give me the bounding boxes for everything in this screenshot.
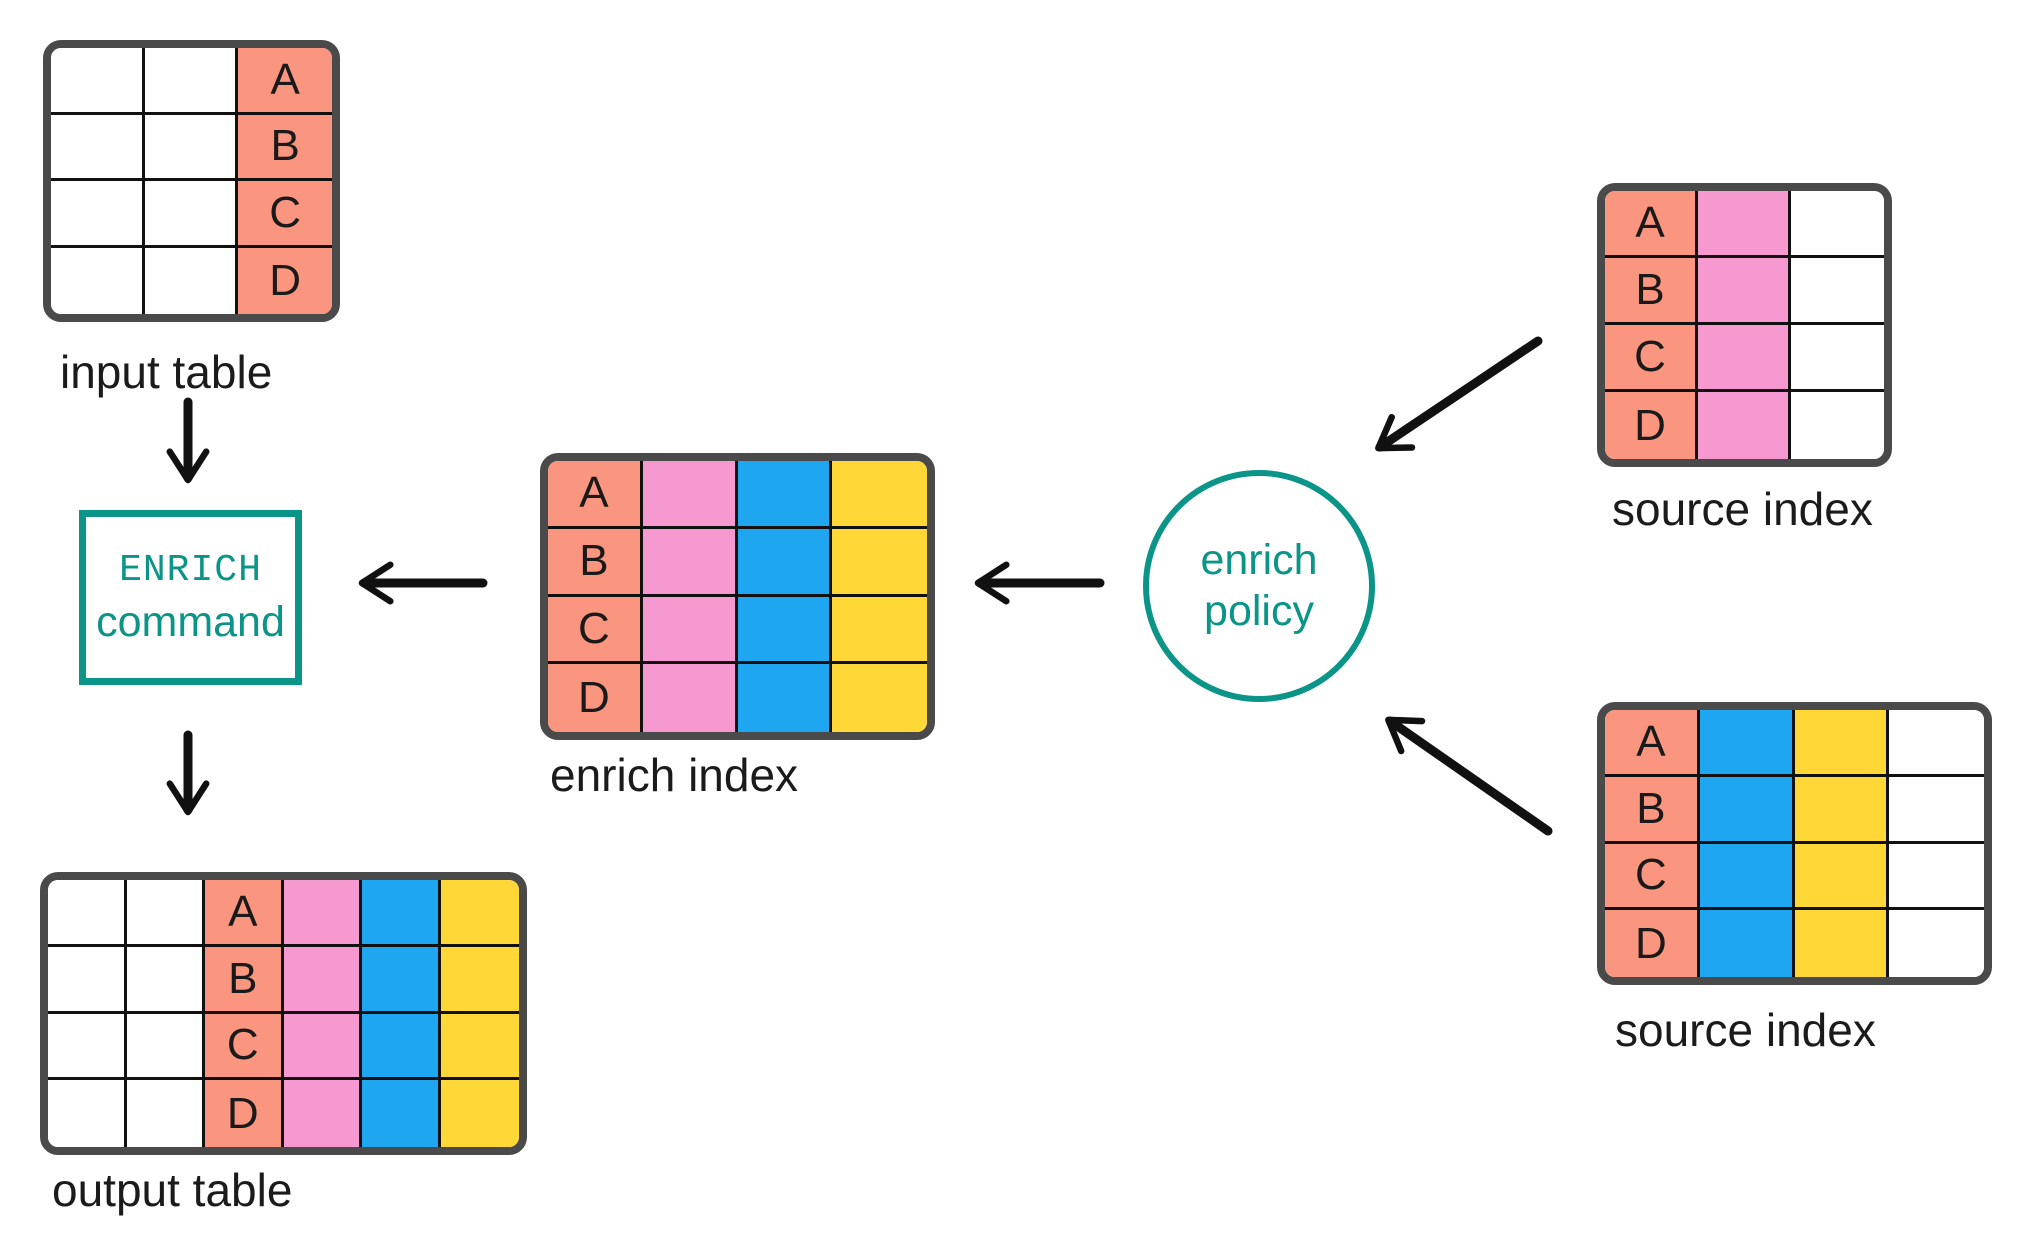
table-cell — [362, 946, 441, 1014]
table-cell — [283, 1080, 362, 1147]
key-cell-B: B — [238, 114, 332, 181]
table-cell — [832, 528, 927, 597]
table-cell — [1794, 843, 1890, 911]
table-cell — [1889, 910, 1984, 977]
enrich-command-word: command — [96, 597, 285, 646]
key-cell-D: D — [238, 247, 332, 314]
table-cell — [832, 596, 927, 665]
table-cell — [1699, 710, 1795, 777]
enrich-command-keyword: ENRICH — [119, 548, 262, 592]
key-cell-A: A — [205, 880, 284, 947]
table-cell — [1699, 776, 1795, 844]
table-cell — [126, 1013, 205, 1081]
table-cell — [1791, 325, 1884, 392]
enrich-policy-word2: policy — [1204, 587, 1314, 635]
table-cell — [283, 946, 362, 1014]
key-cell-A: A — [548, 461, 643, 529]
table-cell — [642, 596, 738, 665]
table-cell — [283, 1013, 362, 1081]
table-cell — [51, 181, 145, 248]
table-cell — [440, 1013, 519, 1081]
input-table-label: input table — [60, 346, 273, 398]
table-cell — [1698, 258, 1791, 325]
source-index-bottom-label: source index — [1615, 1004, 1876, 1056]
enrich-policy-word1: enrich — [1200, 535, 1318, 584]
key-cell-C: C — [548, 596, 643, 665]
arrow-source-bottom-to-policy — [1385, 716, 1553, 836]
table-cell — [1699, 843, 1795, 911]
key-cell-A: A — [238, 48, 332, 115]
table-cell — [1791, 258, 1884, 325]
table-cell — [362, 880, 441, 947]
table-cell — [144, 181, 239, 248]
table-cell — [440, 880, 519, 947]
table-cell — [144, 247, 239, 314]
enrich-policy-circle: enrich policy — [1143, 470, 1375, 702]
table-cell — [832, 461, 927, 529]
enrich-command-box: ENRICH command — [79, 510, 302, 685]
table-cell — [737, 461, 833, 529]
key-cell-C: C — [1605, 843, 1700, 911]
table-cell — [1791, 392, 1884, 459]
table-cell — [737, 528, 833, 597]
table-cell — [126, 1080, 205, 1147]
table-cell — [1889, 710, 1984, 777]
key-cell-D: D — [548, 664, 643, 732]
table-cell — [1889, 776, 1984, 844]
table-cell — [362, 1013, 441, 1081]
table-cell — [1794, 776, 1890, 844]
table-cell — [737, 664, 833, 732]
key-cell-A: A — [1605, 191, 1698, 258]
table-cell — [1698, 392, 1791, 459]
table-cell — [362, 1080, 441, 1147]
table-cell — [1794, 710, 1890, 777]
output-table-label: output table — [52, 1164, 293, 1216]
enrich-index-label: enrich index — [550, 749, 799, 801]
arrow-source-top-to-policy — [1375, 336, 1543, 452]
table-cell — [1698, 325, 1791, 392]
key-cell-D: D — [1605, 910, 1700, 977]
key-cell-C: C — [238, 181, 332, 248]
key-cell-C: C — [1605, 325, 1698, 392]
table-cell — [1698, 191, 1791, 258]
source-index-top-label: source index — [1612, 483, 1873, 535]
key-cell-B: B — [1605, 258, 1698, 325]
key-cell-B: B — [1605, 776, 1700, 844]
key-cell-B: B — [548, 528, 643, 597]
table-cell — [737, 596, 833, 665]
table-cell — [51, 114, 145, 181]
table-cell — [51, 247, 145, 314]
table-cell — [1794, 910, 1890, 977]
table-cell — [440, 1080, 519, 1147]
key-cell-A: A — [1605, 710, 1700, 777]
table-cell — [642, 461, 738, 529]
table-cell — [1699, 910, 1795, 977]
key-cell-D: D — [1605, 392, 1698, 459]
table-cell — [48, 946, 127, 1014]
table-cell — [48, 1080, 127, 1147]
key-cell-C: C — [205, 1013, 284, 1081]
table-cell — [126, 880, 205, 947]
table-cell — [51, 48, 145, 115]
key-cell-B: B — [205, 946, 284, 1014]
table-cell — [642, 664, 738, 732]
table-cell — [440, 946, 519, 1014]
table-cell — [1791, 191, 1884, 258]
table-cell — [1889, 843, 1984, 911]
table-cell — [126, 946, 205, 1014]
table-cell — [48, 880, 127, 947]
table-cell — [144, 48, 239, 115]
table-cell — [48, 1013, 127, 1081]
key-cell-D: D — [205, 1080, 284, 1147]
table-cell — [832, 664, 927, 732]
table-cell — [642, 528, 738, 597]
table-cell — [283, 880, 362, 947]
table-cell — [144, 114, 239, 181]
